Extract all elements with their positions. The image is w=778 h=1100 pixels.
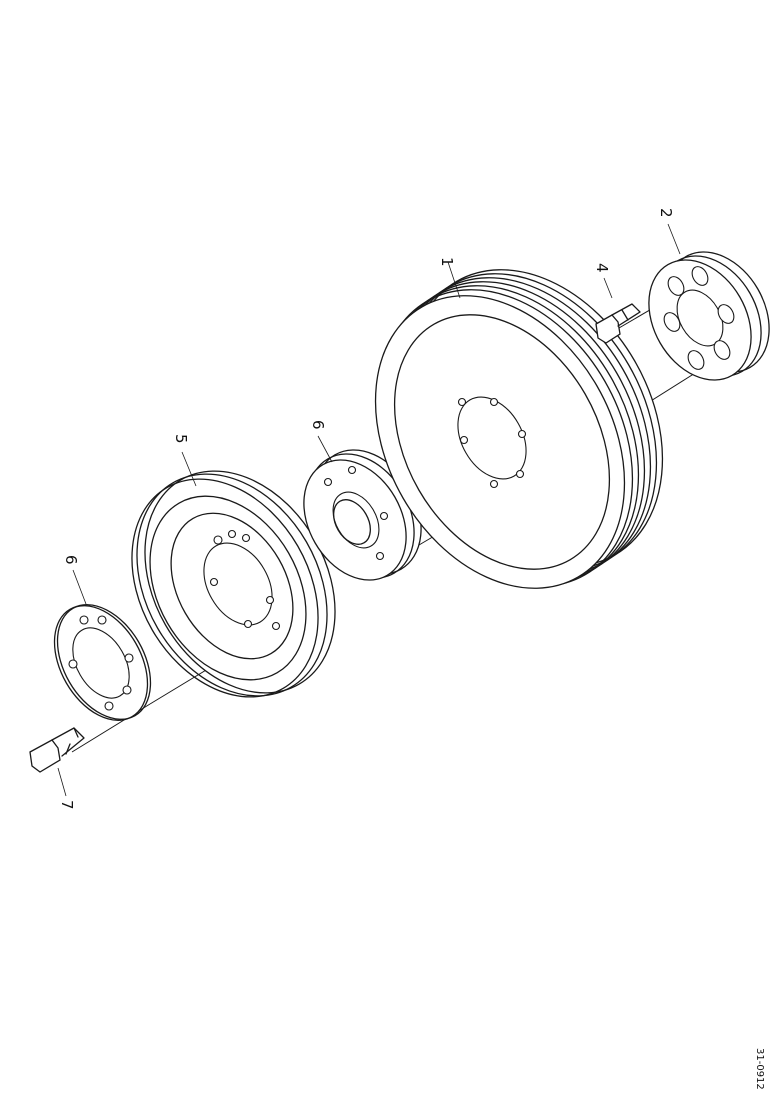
callout-7: 7 [58, 800, 76, 810]
drawing-number: 31-0912 [754, 1048, 765, 1090]
callout-1: 1 [438, 257, 456, 267]
callout-5: 5 [172, 434, 190, 444]
part-2-hub [648, 223, 770, 381]
part-1-crankshaft-pulley [374, 261, 664, 589]
part-5-pulley [131, 451, 336, 698]
callout-6-spacer: 6 [309, 420, 327, 430]
callout-2: 2 [657, 208, 675, 218]
part-4-bolt [595, 277, 641, 344]
part-6-washer-plate [53, 569, 152, 721]
callout-4: 4 [593, 263, 611, 273]
callout-6-washer: 6 [62, 555, 80, 565]
part-7-bolt [29, 727, 85, 797]
